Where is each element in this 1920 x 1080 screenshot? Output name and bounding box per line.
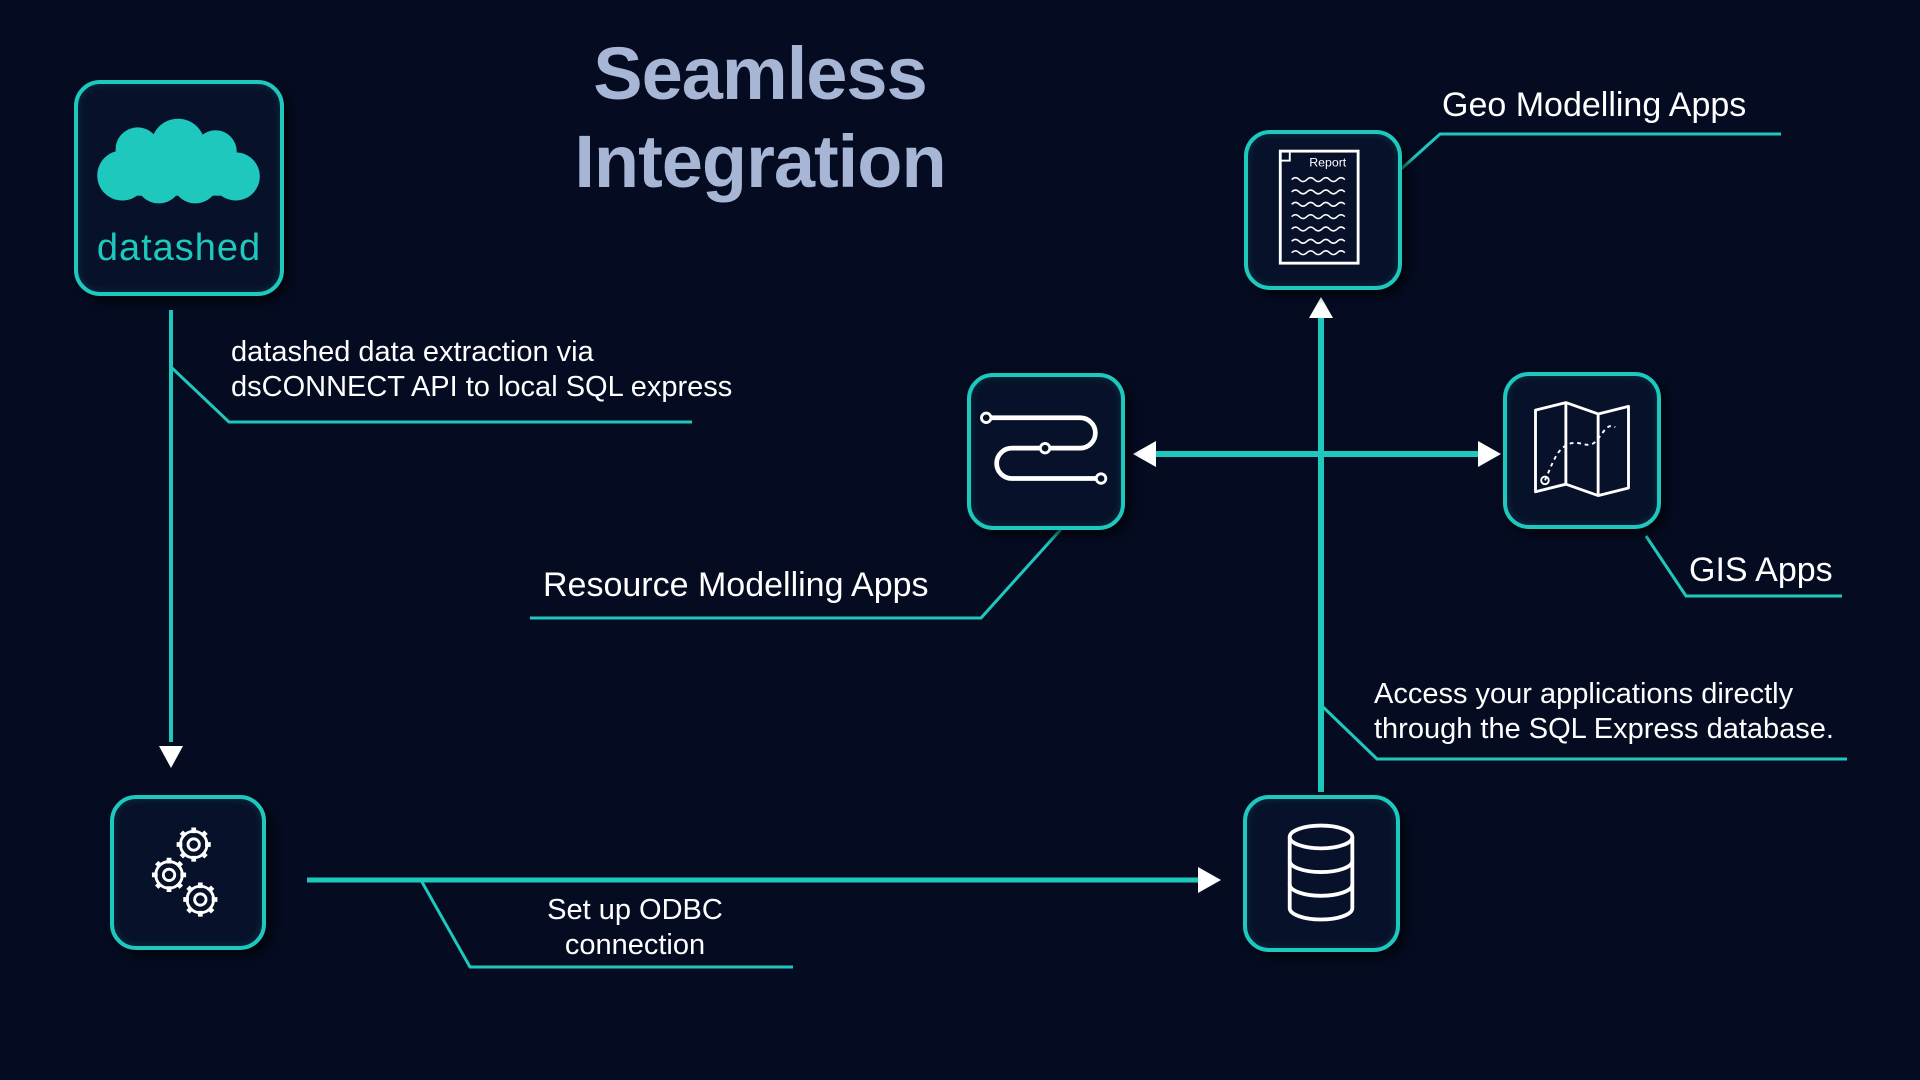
arrowhead-down [159,746,183,768]
access-line-1: Access your applications directly [1374,678,1794,710]
extraction-line-1: datashed data extraction via [231,336,594,368]
title-line-2: Integration [574,120,946,203]
database-icon [1287,823,1355,922]
report-icon-text: Report [1309,155,1347,169]
geo-modelling-node: Report [1244,130,1402,290]
geo-modelling-label: Geo Modelling Apps [1442,86,1747,124]
callout-extraction [169,365,692,424]
callout-access [1319,703,1847,761]
arrowhead-left-resource [1133,441,1156,467]
resource-modelling-label: Resource Modelling Apps [543,566,929,604]
callout-resource [530,525,1065,620]
callout-geo [1398,132,1781,172]
access-annotation: Access your applications directly throug… [1374,677,1834,747]
odbc-node [110,795,266,950]
resource-modelling-node [967,373,1125,530]
cloud-icon [97,118,260,204]
gis-node [1503,372,1661,529]
gis-label: GIS Apps [1689,551,1833,589]
arrowhead-right-gis [1478,441,1501,467]
gears-icon [151,827,218,917]
callout-odbc [420,881,793,969]
path-route-icon [980,411,1108,485]
extraction-annotation: datashed data extraction via dsCONNECT A… [231,335,732,405]
datashed-node: datashed [74,80,284,296]
access-line-2: through the SQL Express database. [1374,713,1834,745]
arrowhead-up-geo [1309,297,1333,318]
diagram-title: Seamless Integration [520,30,1000,206]
report-document-icon: Report [1278,149,1360,265]
datashed-label: datashed [96,227,262,269]
odbc-line-1: Set up ODBC [547,894,723,926]
extraction-line-2: dsCONNECT API to local SQL express [231,371,733,403]
odbc-annotation: Set up ODBC connection [520,893,750,963]
odbc-line-2: connection [564,929,706,961]
callout-gis [1644,535,1842,598]
database-node [1243,795,1400,952]
title-line-1: Seamless [593,32,928,115]
map-icon [1534,401,1630,498]
arrowhead-right-db [1198,867,1221,893]
